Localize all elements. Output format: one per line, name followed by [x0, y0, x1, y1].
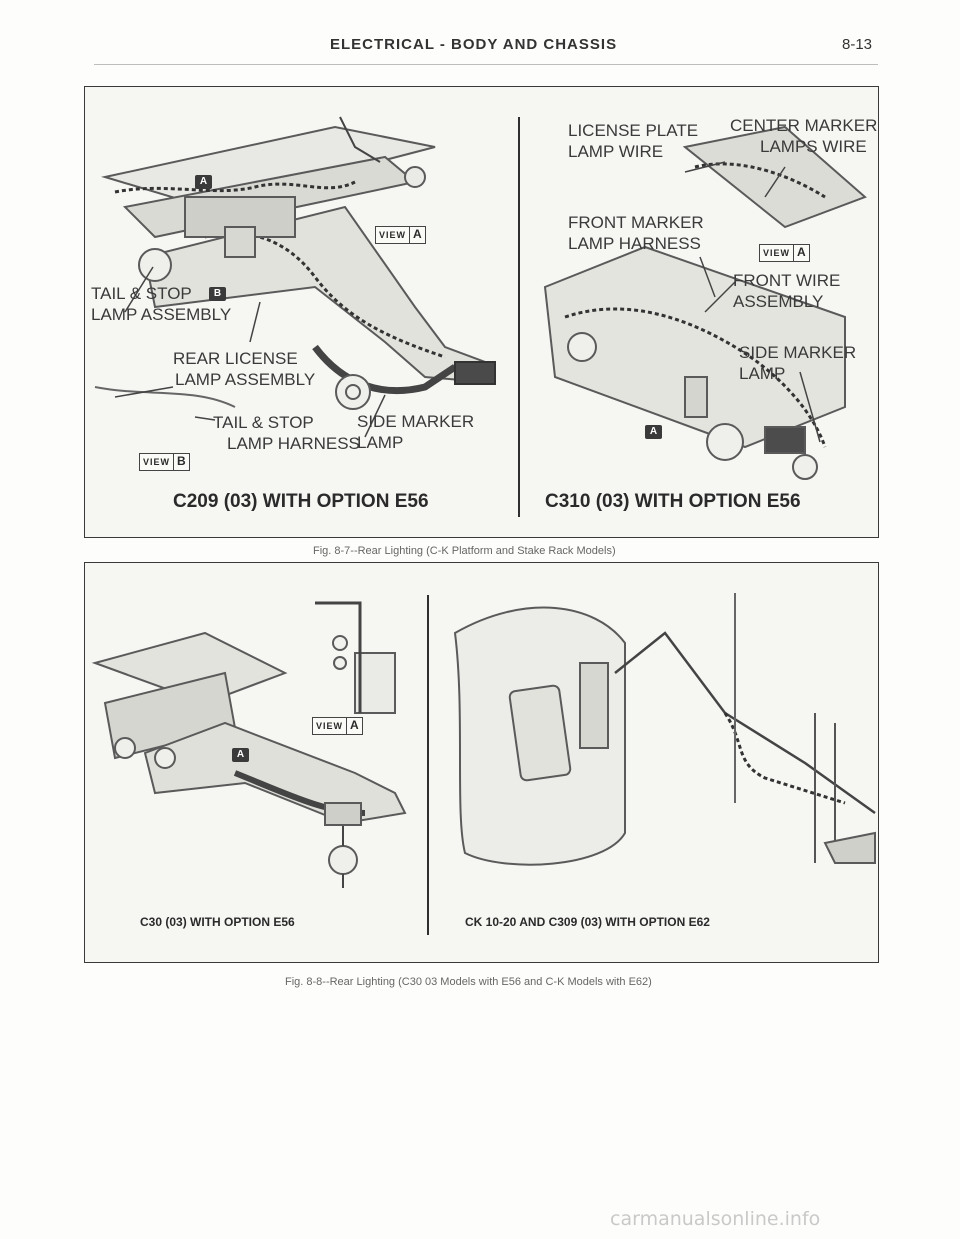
figure-8-8-caption: Fig. 8-8--Rear Lighting (C30 03 Models w… [285, 976, 652, 988]
arrow-a-badge-left: A [195, 175, 212, 189]
view-a-badge-fig2: VIEW A [312, 717, 363, 735]
figure-8-8: VIEW A A C30 (03) WITH OPTION E56 CK 10-… [84, 562, 879, 963]
watermark: carmanualsonline.info [610, 1208, 821, 1230]
chassis-illustration-c209 [94, 116, 867, 480]
rear-lighting-illustration [91, 593, 876, 888]
panel-divider-2 [427, 595, 429, 935]
panel-title-c310: C310 (03) WITH OPTION E56 [545, 491, 801, 512]
label-side-marker-lamp-left: SIDE MARKER LAMP [357, 412, 475, 452]
arrow-a-badge-right: A [645, 425, 662, 439]
page-header: ELECTRICAL - BODY AND CHASSIS 8-13 [0, 34, 960, 58]
view-a-badge-left: VIEW A [375, 226, 426, 244]
label-tail-stop-lamp-harness: TAIL & STOP LAMP HARNESS [213, 413, 360, 453]
label-tail-stop-lamp-assembly: TAIL & STOP LAMP ASSEMBLY [91, 284, 232, 324]
panel-title-c209: C209 (03) WITH OPTION E56 [173, 491, 429, 512]
label-license-plate-lamp-wire: LICENSE PLATE LAMP WIRE [568, 121, 699, 161]
label-side-marker-lamp-right: SIDE MARKER LAMP [739, 343, 857, 383]
arrow-b-badge: B [209, 287, 226, 301]
arrow-a-badge-fig2: A [232, 748, 249, 762]
label-center-marker-lamps-wire: CENTER MARKER LAMPS WIRE [730, 116, 878, 156]
header-rule [94, 64, 878, 65]
panel-divider [518, 117, 520, 517]
page-number: 8-13 [842, 36, 873, 53]
label-front-wire-assembly: FRONT WIRE ASSEMBLY [733, 271, 841, 311]
figure-8-7: TAIL & STOP LAMP ASSEMBLY REAR LICENSE L… [84, 86, 879, 538]
label-rear-license-lamp-assembly: REAR LICENSE LAMP ASSEMBLY [173, 349, 316, 389]
view-b-badge: VIEW B [139, 453, 190, 471]
label-front-marker-lamp-harness: FRONT MARKER LAMP HARNESS [568, 213, 704, 253]
view-a-badge-right: VIEW A [759, 244, 810, 262]
panel-title-c30: C30 (03) WITH OPTION E56 [140, 915, 295, 929]
panel-title-ck10-20: CK 10-20 AND C309 (03) WITH OPTION E62 [465, 915, 710, 929]
figure-8-7-caption: Fig. 8-7--Rear Lighting (C-K Platform an… [313, 545, 616, 557]
section-title: ELECTRICAL - BODY AND CHASSIS [330, 36, 618, 53]
